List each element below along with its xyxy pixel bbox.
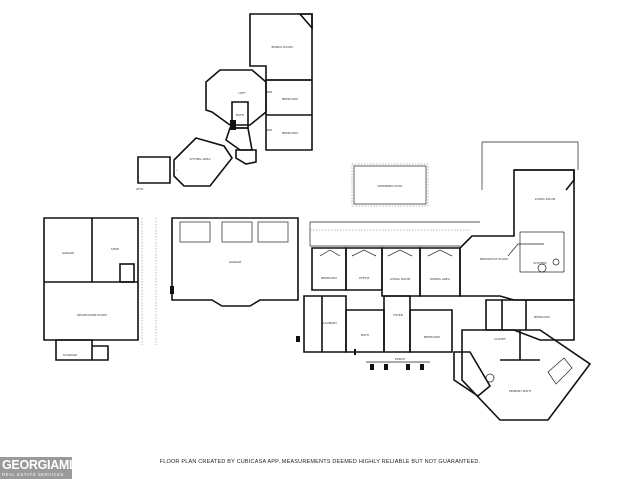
- label-kitchen: KITCHEN: [534, 261, 547, 265]
- center-garage: GARAGE: [170, 217, 299, 307]
- label-bath-main: BATH: [361, 333, 369, 337]
- label-living-room: LIVING ROOM: [535, 197, 556, 201]
- label-bedroom-right: BEDROOM: [534, 315, 550, 319]
- label-foyer: FOYER: [393, 313, 403, 317]
- label-attic: ATTIC: [136, 187, 143, 191]
- label-closet: CLOSET: [494, 337, 506, 341]
- label-bonus-room: BONUS ROOM: [271, 45, 292, 49]
- main-house: BEDROOM OFFICE LIVING ROOM DINING AREA B…: [296, 169, 592, 421]
- logo-tagline: REAL ESTATE SERVICES: [2, 472, 64, 477]
- label-recreation-room: RECREATION ROOM: [77, 313, 107, 317]
- label-porch: PORCH: [395, 357, 405, 361]
- label-storage: STORAGE: [63, 353, 77, 357]
- label-bath-upper: BATH: [236, 113, 244, 117]
- label-garage-center: GARAGE: [229, 260, 242, 264]
- label-shop: SHOP: [111, 247, 120, 251]
- floor-plan-disclaimer: FLOOR PLAN CREATED BY CUBICASA APP. MEAS…: [159, 459, 481, 465]
- georgia-mls-logo: GEORGIAMLS REAL ESTATE SERVICES: [0, 457, 85, 479]
- label-laundry: LAUNDRY: [323, 321, 337, 325]
- logo-wordmark: GEORGIAMLS: [2, 458, 85, 472]
- pool-area: SWIMMING POOL: [310, 141, 579, 223]
- detached-building: GARAGE SHOP RECREATION ROOM STORAGE: [43, 217, 157, 361]
- label-loft: LOFT: [238, 91, 246, 95]
- label-breakfast-room: BREAKFAST ROOM: [480, 257, 508, 261]
- label-bedroom-upper-2: BEDROOM: [282, 131, 298, 135]
- label-sitting-area: SITTING AREA: [190, 157, 212, 161]
- label-primary-bath: PRIMARY BATH: [509, 389, 531, 393]
- label-bedroom-main: BEDROOM: [424, 335, 440, 339]
- label-living-room-main: LIVING ROOM: [390, 277, 411, 281]
- label-dining-area: DINING AREA: [430, 277, 451, 281]
- upper-floor: BONUS ROOM BEDROOM BEDROOM LOFT BATH SIT…: [136, 13, 313, 191]
- label-bedroom-upper-1: BEDROOM: [282, 97, 298, 101]
- label-bedroom-left: BEDROOM: [321, 276, 337, 280]
- label-office: OFFICE: [359, 276, 370, 280]
- label-swimming-pool: SWIMMING POOL: [377, 184, 403, 188]
- label-garage-left: GARAGE: [62, 251, 75, 255]
